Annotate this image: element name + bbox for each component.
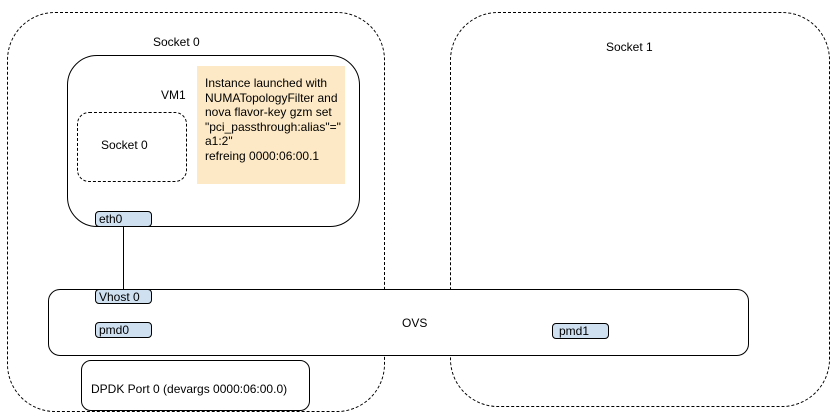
pmd1-thread[interactable]: pmd1 [552, 323, 609, 339]
socket-1-label: Socket 1 [606, 40, 653, 54]
eth0-vhost-connector [123, 227, 124, 290]
vm-socket-0-box [77, 112, 187, 182]
ovs-box [48, 289, 749, 356]
dpdk-port-label: DPDK Port 0 (devargs 0000:06:00.0) [91, 382, 288, 396]
ovs-label: OVS [402, 316, 428, 330]
vm1-label: VM1 [161, 88, 186, 102]
socket-0-label: Socket 0 [153, 35, 200, 49]
dpdk-port-box [81, 360, 310, 411]
socket-1-region [450, 12, 830, 407]
eth0-port[interactable]: eth0 [95, 211, 152, 227]
vhost-0-port[interactable]: Vhost 0 [95, 289, 152, 304]
instance-note: Instance launched with NUMATopologyFilte… [197, 66, 345, 184]
vm-socket-0-label: Socket 0 [101, 138, 148, 152]
socket-0-region [7, 12, 385, 412]
pmd0-thread[interactable]: pmd0 [95, 322, 152, 338]
